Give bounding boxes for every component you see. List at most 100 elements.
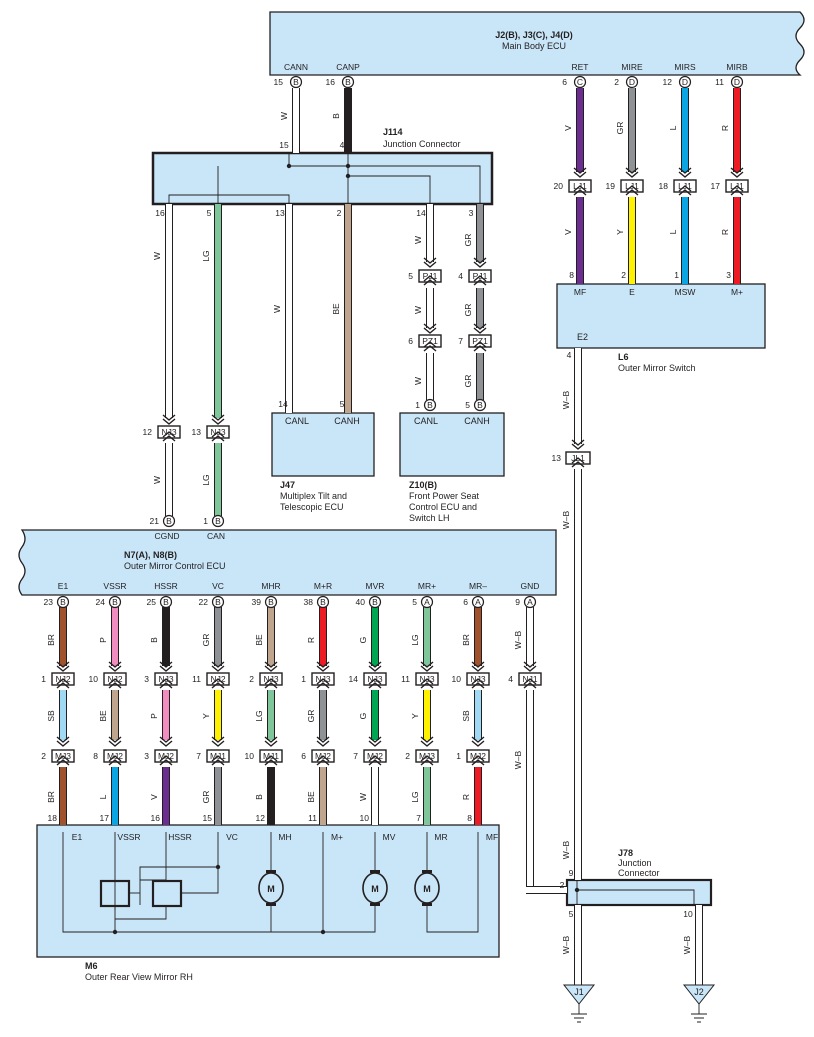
main-body-ecu: J2(B), J3(C), J4(D) Main Body ECU	[269, 11, 805, 76]
m6-pin-15: 15	[203, 813, 213, 823]
pin-16-label: 16	[326, 77, 336, 87]
z10-name-line-2: Control ECU and	[409, 502, 477, 512]
n7-conn-3-circle	[211, 595, 225, 609]
chevron-pj1-1-b	[473, 261, 487, 268]
m6-signal-1: VSSR	[117, 832, 140, 842]
pz1-7-box	[468, 334, 492, 348]
mirror-j1-pin-0: 1	[41, 674, 46, 684]
wire-label-mirror-b-3: Y	[201, 713, 211, 719]
j114-pin-4: 4	[340, 140, 345, 150]
conn-ret: C	[577, 77, 583, 87]
wire-label-lj1-19: Y	[615, 229, 625, 235]
wire-label-j78-j1: W–B	[561, 935, 571, 954]
wire-mirror-a-7	[424, 607, 430, 666]
wire-label-nj3-top-0: W	[152, 476, 162, 484]
mirror-j2-pin-4: 10	[245, 751, 255, 761]
pj1-pin-5: 5	[408, 271, 413, 281]
wire-mirror-a-8	[475, 607, 481, 666]
m6-signal-6: MV	[383, 832, 396, 842]
wire-mirror-a-3	[215, 607, 221, 666]
m6-pin-11: 11	[308, 813, 317, 823]
motor-mr-icon: M	[414, 870, 440, 906]
wire-label-j78-j2: W–B	[682, 935, 692, 954]
l6-pin-3: 3	[726, 270, 731, 280]
wire-mirror-c-3	[215, 767, 221, 825]
wire-label-mirror-b-8: SB	[461, 710, 471, 722]
chevron-lj1-19-b	[625, 185, 639, 192]
j78-pin-9: 9	[569, 868, 574, 878]
wire-j114-2	[345, 204, 351, 413]
n7-signal-0: E1	[58, 581, 69, 591]
wire-label-ret: V	[563, 125, 573, 131]
wire-mirror-c-1	[112, 767, 118, 825]
wire-canp	[345, 88, 351, 153]
chevron-mirror-a-up-7-b	[420, 678, 434, 685]
chevron-mirror-b-up-3-a	[211, 759, 225, 766]
mirror-j2-pin-7: 2	[405, 751, 410, 761]
wire-label-gnd-a: W–B	[513, 630, 523, 649]
n7-conn-5: B	[320, 597, 326, 607]
chevron-mirs-b	[678, 171, 692, 178]
l6-name: Outer Mirror Switch	[618, 363, 696, 373]
ground-j2: J2	[682, 984, 716, 1023]
chevron-pj1-up-1-a	[473, 279, 487, 286]
z10-conn-0-circle	[423, 398, 437, 412]
wire-label-mirror-c-5: BE	[306, 791, 316, 803]
wire-mirror-a-6	[372, 607, 378, 666]
mirror-j1-pin-8: 10	[452, 674, 462, 684]
m6-pin-18: 18	[48, 813, 58, 823]
main-body-ecu-code: J2(B), J3(C), J4(D)	[495, 30, 573, 40]
chevron-mirror-b-up-3-b	[211, 755, 225, 762]
n7-code: N7(A), N8(B)	[124, 550, 177, 560]
mirror-j1-pin-7: 11	[401, 674, 410, 684]
wire-label-pz1-1: GR	[463, 375, 473, 388]
n7-conn-1: B	[112, 597, 118, 607]
chevron-mirror-a-7-b	[420, 665, 434, 672]
j78-junction-connector: J78 Junction Connector	[565, 848, 713, 907]
pz1-pin-7: 7	[458, 336, 463, 346]
pz1-7: PZ1	[472, 336, 488, 346]
chevron-nj3-top-up-0-a	[162, 435, 176, 442]
m6-signal-5: M+	[331, 832, 343, 842]
n7-conn-2: B	[163, 597, 169, 607]
wire-label-canp: B	[331, 113, 341, 119]
ground-j1-label: J1	[574, 987, 584, 997]
l6-outer-mirror-switch: E2 L6 Outer Mirror Switch	[556, 283, 766, 373]
chevron-mirror-a-up-8-b	[471, 678, 485, 685]
wire-ret	[577, 88, 583, 172]
wire-label-mirror-c-6: W	[358, 793, 368, 801]
wire-gnd-b	[527, 690, 533, 893]
wire-l6-out	[575, 348, 581, 444]
mirror-j1-pin-3: 11	[192, 674, 201, 684]
wire-lj1-20	[577, 197, 583, 284]
chevron-pz1-up-1-b	[473, 341, 487, 348]
chevron-mirror-b-up-0-a	[56, 759, 70, 766]
chevron-pj1-up-0-b	[423, 275, 437, 282]
wire-mire	[629, 88, 635, 172]
wire-label-mirror-c-3: GR	[201, 791, 211, 804]
n7-conn-6-circle	[368, 595, 382, 609]
wire-label-mirror-a-6: G	[358, 637, 368, 644]
chevron-mirb-a	[730, 167, 744, 174]
signal-cann: CANN	[284, 62, 308, 72]
wire-mirror-c-5	[320, 767, 326, 825]
wire-label-cann: W	[279, 112, 289, 120]
pin-12-label: 12	[663, 77, 673, 87]
l6-signal-mf: MF	[574, 287, 586, 297]
n7-pin-5: 5	[412, 597, 417, 607]
wire-label-mirror-b-0: SB	[46, 710, 56, 722]
chevron-mirror-b-up-0-b	[56, 755, 70, 762]
m6-pin-17: 17	[100, 813, 110, 823]
pz1-6-box	[418, 334, 442, 348]
wire-label-mirror-b-6: G	[358, 713, 368, 720]
chevron-gnd-b	[523, 665, 537, 672]
sensor-horizontal-icon	[151, 879, 183, 908]
chevron-mirror-b-up-5-b	[316, 755, 330, 762]
chevron-mirror-a-4-b	[264, 665, 278, 672]
n7-pin-6: 6	[463, 597, 468, 607]
n7-signal-5: M+R	[314, 581, 332, 591]
wire-mirs	[682, 88, 688, 172]
m6-pin-10: 10	[360, 813, 370, 823]
lj1-pin-17: 17	[711, 181, 721, 191]
